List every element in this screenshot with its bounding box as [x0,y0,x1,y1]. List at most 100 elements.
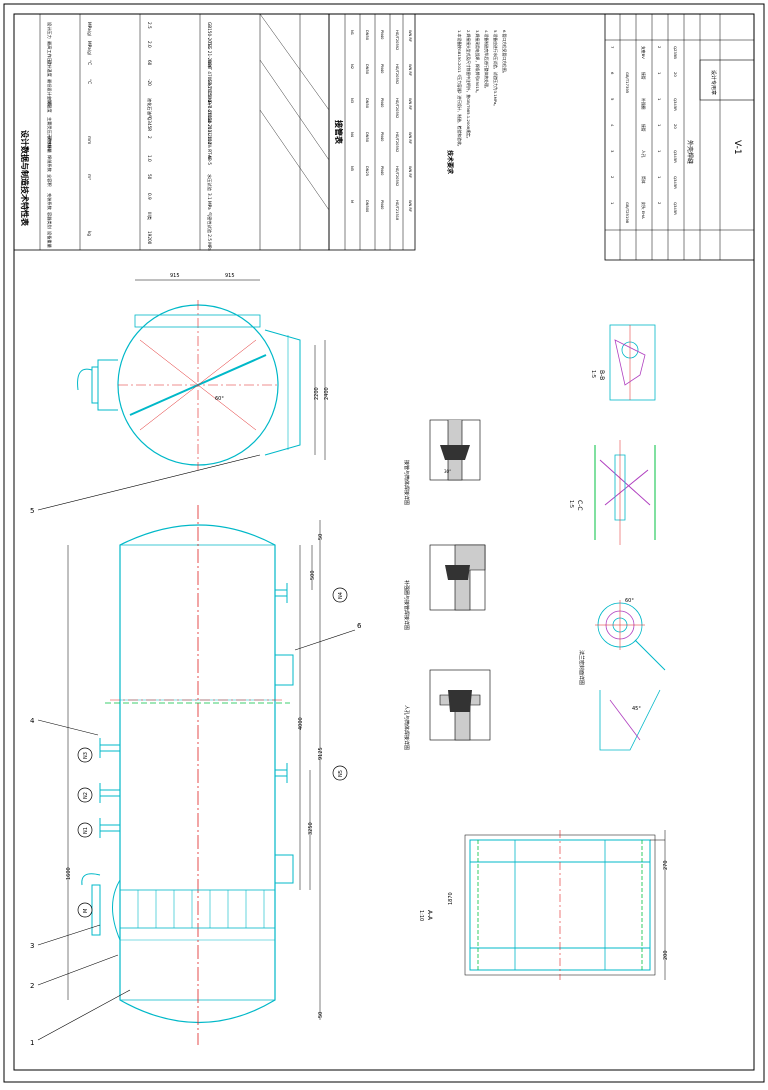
parts-list-cell: 筒体 [641,176,646,184]
tech-requirement-line: 3.焊接采用电弧焊，焊条牌号E5015。 [475,30,480,95]
label-n5-circle [332,765,348,781]
parts-list-cell: 20 [673,72,678,77]
callout-1: 1 [30,1039,34,1047]
dim-s3: 4000 [298,717,304,730]
nozzle-table-cell: PN40 [380,132,384,142]
nozzle-table-cell: HG/T20592 [395,64,399,84]
design-table-cell: III类 [146,212,153,221]
end-dim-w1: 915 [170,273,180,279]
saddle-dim-len: 1870 [448,892,454,905]
weld-detail-2-title: 补强圈与接管焊接详图 [403,580,410,630]
parts-list-cell: 补强圈 [641,98,646,110]
parts-list-cell: 20 [673,124,678,129]
design-table-cell: 焊缝系数 [46,155,53,173]
parts-list-cell: GB/T17395 [625,72,630,94]
design-table-cell: 气密性试验 2.5 MPa [206,212,213,251]
nozzle-table-cell: DN50 [365,132,369,143]
parts-list-cell: 1 [657,72,662,75]
parts-list-cell: 1 [610,202,615,205]
design-table-cell: MPa(g) [87,41,92,56]
vessel-end-view: 915 915 2200 2400 60° [77,273,330,470]
section-c-view [594,445,656,540]
design-table-cell: 50 [147,174,152,180]
label-n2: N2 [83,792,89,799]
section-b-view [609,324,656,401]
nozzle-table-cell: HG/T20592 [395,30,399,50]
weld-details: 接管与筒体焊接详图 补强圈与接管焊接详图 人孔与筒体焊接详图 B-B 1:5 C… [403,324,666,751]
parts-list-cell: GB/T25198 [625,202,630,224]
parts-list-cell: 2 [657,46,662,49]
nozzle-table-cell: DN50 [365,30,369,41]
saddle-title: A-A [426,910,433,921]
design-table-cell: TSG 21-2016 [207,40,212,69]
section-c-scale: 1:5 [568,500,574,508]
design-table-cell: 设备重量 [46,231,53,248]
dim-s2: 3250 [308,822,314,835]
design-table-cell: MPa(g) [87,22,92,37]
design-table-cell: 介质 [46,98,53,106]
parts-list-cell: 1 [657,176,662,179]
design-table-cell: 1.0 [147,155,152,162]
parts-list-cell: Q345R [673,176,678,189]
nozzle-table-cell: PN40 [380,64,384,74]
nozzle-n1 [99,824,121,832]
outer-border [3,3,765,1083]
design-table-cell: 60 [147,60,152,66]
design-table-title: 设计数据与制造技术特性表 [20,130,30,227]
label-n4-circle [332,587,348,603]
parts-list-cell: 3 [610,150,615,153]
dim-s1: 500 [310,570,316,580]
label-m-circle [77,902,93,918]
nozzle-table-cell: N1 [350,30,354,35]
parts-list-cell: 5 [610,98,615,101]
parts-list-cell: Q345R [673,202,678,215]
part-name: 外壳焊缝 [686,140,694,164]
design-table-cell: 容器类别 [46,212,53,229]
design-table-cell: °C [87,79,92,84]
end-dim-w2: 915 [225,273,235,279]
stamp-text: 设计专用章 [710,70,717,95]
end-dim-h1: 2200 [314,387,320,400]
tech-requirement-line: 4.设备制造完毕后进行整体热处理。 [484,30,489,91]
vessel-side-view: 9125 50 50 500 4000 3250 1600 M N1 N2 N3… [30,454,362,1047]
design-table-cell: -20 [147,79,152,86]
angle-60: 60° [625,598,634,604]
nozzle-table-cell: N4 [350,132,354,138]
design-table-cell: 100% RT-II [207,136,212,158]
end-dim-h2: 2400 [324,387,330,400]
stamp-box [699,59,755,101]
tech-requirement-line: 2.焊接接头型式及尺寸除图中注明外，按GB/T985.1-2008规定。 [466,30,471,141]
nozzle-table-cell: M [350,200,354,203]
label-n3: N3 [83,752,89,759]
section-b-label: B-B [598,370,605,380]
parts-list-cell: 4 [610,124,615,127]
nozzle-table-title: 接管表 [334,120,344,145]
weld-detail-1-title: 接管与筒体焊接详图 [403,460,410,505]
design-table-cell: 19200 [147,231,152,245]
nozzle-table-cell: WN RF [408,166,412,178]
nozzle-table-cell: HG/T20592 [395,166,399,186]
design-table-cell: 液化石油气 [146,98,153,120]
section-b-scale: 1:5 [590,370,596,378]
nozzle-table-cell: HG/T20592 [395,132,399,152]
design-table-cell: 设计温度 [46,60,53,78]
design-table-cell: 2.5 [147,22,152,29]
parts-list-cell: 1 [657,98,662,101]
dim-overall: 9125 [318,747,324,760]
nozzle-table-cell: N5 [350,166,354,171]
design-table-cell: 腐蚀裕量 [46,136,53,153]
callout-6: 6 [357,622,362,630]
label-n4: N4 [338,592,344,599]
nozzle-table-cell: WN RF [408,98,412,110]
parts-list-cell: 6 [610,72,615,75]
design-table-cell: GB/T 150.1~4-2011 [207,79,212,121]
parts-list-cell: 1 [657,150,662,153]
tech-req-title: 技术要求 [446,150,454,175]
design-table-cell: NB/T 47013-2015 [207,60,212,97]
design-table-cell: 设计压力 [46,22,53,39]
design-table-cell: 0.9 [147,193,152,200]
nozzle-table-cell: WN RF [408,64,412,76]
